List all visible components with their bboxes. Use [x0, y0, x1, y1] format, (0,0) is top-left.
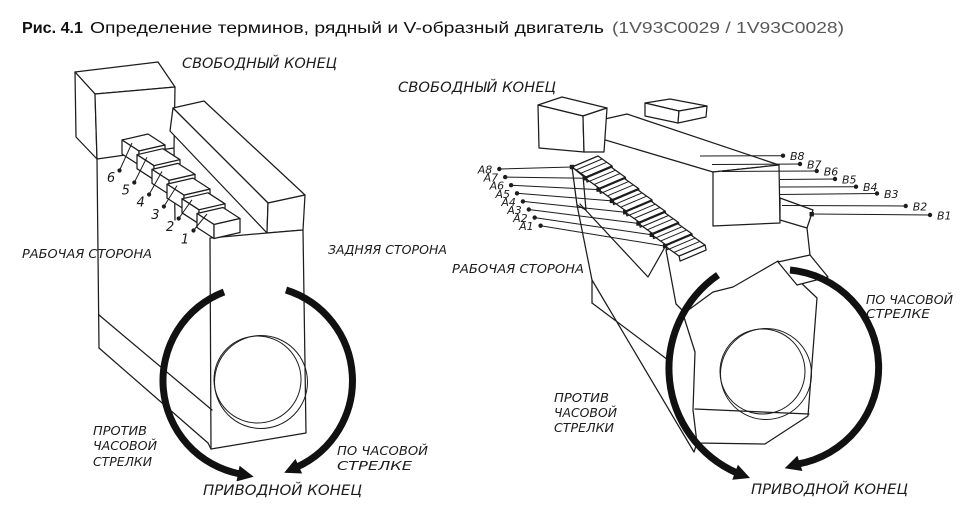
inline-engine-diagram: 6 5 4 3 2 1 СВОБОДНЫЙ КОНЕЦ РАБОЧАЯ СТОР… — [22, 54, 447, 499]
svg-text:ПО ЧАСОВОЙ: ПО ЧАСОВОЙ — [337, 443, 429, 458]
v-engine-cylinder-blocks-a — [569, 155, 707, 262]
bank-b-labels: B8 B7 B6 B5 B4 B3 B2 B1 — [790, 150, 952, 222]
cylinder-label-a: A8 — [477, 164, 493, 177]
cylinder-label-a: A6 — [489, 180, 505, 193]
cylinder-label-b: B8 — [790, 150, 805, 163]
cylinder-label-a: A1 — [518, 220, 534, 233]
v-engine-front-housing — [537, 96, 608, 153]
v-ccw-label: ПРОТИВ ЧАСОВОЙ СТРЕЛКИ — [554, 390, 618, 435]
cylinder-label-b: B2 — [913, 200, 928, 213]
cylinder-label-b: B3 — [884, 188, 899, 201]
svg-text:СТРЕЛКЕ: СТРЕЛКЕ — [866, 306, 930, 321]
svg-text:СТРЕЛКИ: СТРЕЛКИ — [93, 454, 153, 469]
cylinder-number: 4 — [136, 196, 144, 211]
cylinder-number: 2 — [166, 220, 174, 235]
cylinder-number: 1 — [181, 233, 189, 248]
cylinder-label-a: A5 — [494, 188, 510, 201]
cylinder-number: 6 — [107, 171, 115, 186]
svg-text:ЧАСОВОЙ: ЧАСОВОЙ — [554, 405, 618, 420]
cylinder-label-a: A4 — [500, 196, 516, 209]
svg-text:СТРЕЛКИ: СТРЕЛКИ — [554, 420, 615, 435]
v-working-side-label: РАБОЧАЯ СТОРОНА — [452, 261, 584, 276]
cylinder-label-b: B4 — [863, 181, 878, 194]
figure-label: Рис. 4.1 — [22, 20, 83, 37]
ccw-rotation-arrow — [159, 288, 254, 482]
v-engine-diagram: A8 A7 A6 A5 A4 A3 A2 A1 B8 B7 B6 B5 B4 B… — [398, 78, 954, 498]
svg-text:ПРОТИВ: ПРОТИВ — [93, 423, 147, 438]
figure-drawing-codes: (1V93C0029 / 1V93C0028) — [612, 20, 844, 37]
v-cw-rotation-arrow — [784, 266, 883, 471]
cylinder-number: 5 — [122, 183, 130, 198]
svg-text:ПРОТИВ: ПРОТИВ — [554, 390, 609, 405]
cylinder-label-b: B1 — [937, 209, 952, 222]
rear-side-label: ЗАДНЯЯ СТОРОНА — [328, 242, 447, 257]
cylinder-label-a: A2 — [512, 212, 528, 225]
inline-engine-valve-cover — [169, 100, 306, 234]
inline-engine-front-housing — [74, 61, 176, 349]
free-end-label: СВОБОДНЫЙ КОНЕЦ — [182, 54, 337, 72]
v-engine-valve-cover — [564, 113, 781, 227]
cylinder-numbers: 6 5 4 3 2 1 — [107, 171, 189, 248]
cw-label: ПО ЧАСОВОЙ СТРЕЛКЕ — [337, 443, 429, 473]
cylinder-label-a: A7 — [483, 172, 499, 185]
bank-a-leaders — [497, 166, 666, 247]
svg-text:ПО ЧАСОВОЙ: ПО ЧАСОВОЙ — [866, 292, 954, 307]
inline-engine-body — [98, 229, 307, 450]
inline-engine-cylinder-blocks — [121, 133, 241, 240]
ccw-label: ПРОТИВ ЧАСОВОЙ СТРЕЛКИ — [93, 423, 158, 469]
cylinder-label-b: B7 — [807, 158, 822, 171]
v-engine-flywheel — [719, 328, 812, 420]
figure-caption: Определение терминов, рядный и V-образны… — [90, 20, 604, 37]
bank-b-leaders — [699, 153, 933, 218]
v-engine-rear-housing — [644, 98, 708, 124]
cw-rotation-arrow — [284, 286, 356, 474]
working-side-label: РАБОЧАЯ СТОРОНА — [22, 246, 152, 261]
cylinder-label-b: B5 — [842, 173, 857, 186]
svg-text:СТРЕЛКЕ: СТРЕЛКЕ — [337, 458, 412, 473]
v-drive-end-label: ПРИВОДНОЙ КОНЕЦ — [751, 480, 908, 498]
bank-a-labels: A8 A7 A6 A5 A4 A3 A2 A1 — [477, 164, 534, 234]
v-free-end-label: СВОБОДНЫЙ КОНЕЦ — [398, 78, 556, 96]
drive-end-label: ПРИВОДНОЙ КОНЕЦ — [203, 481, 362, 499]
svg-text:ЧАСОВОЙ: ЧАСОВОЙ — [93, 438, 158, 453]
inline-engine-flywheel — [213, 335, 308, 429]
cylinder-label-a: A3 — [506, 204, 522, 217]
v-cw-label: ПО ЧАСОВОЙ СТРЕЛКЕ — [866, 292, 954, 321]
cylinder-label-b: B6 — [824, 165, 839, 178]
cylinder-number-leaders — [117, 142, 208, 233]
cylinder-number: 3 — [151, 208, 159, 223]
v-ccw-rotation-arrow — [665, 272, 750, 480]
